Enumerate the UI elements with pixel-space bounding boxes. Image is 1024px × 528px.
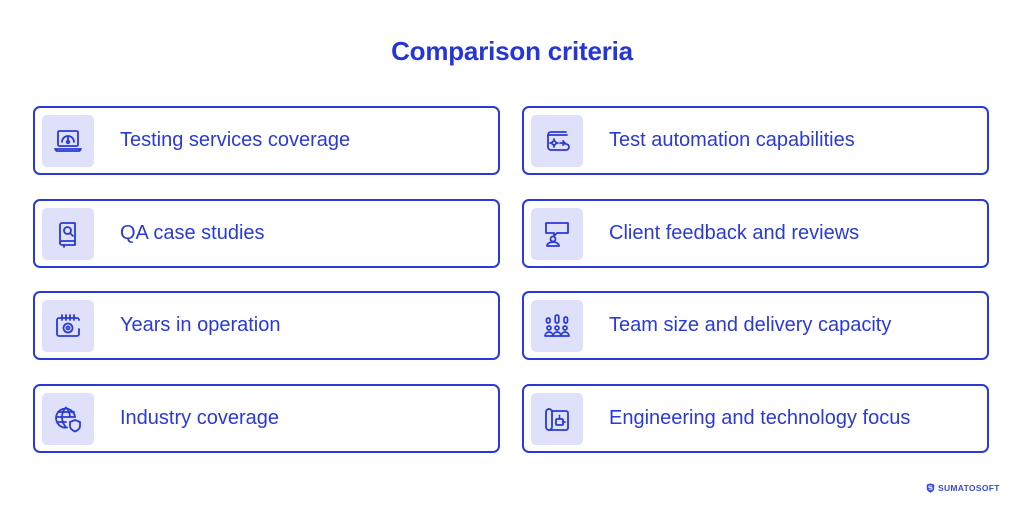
criterion-card-client-feedback: Client feedback and reviews: [522, 199, 989, 268]
criterion-label: Testing services coverage: [120, 129, 351, 151]
criterion-label: Test automation capabilities: [609, 129, 855, 151]
blueprint-robot-icon: [531, 392, 583, 445]
shield-s-icon: [926, 483, 935, 493]
team-people-icon: [531, 299, 583, 352]
automation-gear-icon: [531, 114, 583, 167]
criterion-label: Engineering and technology focus: [609, 407, 911, 429]
brand-name: SUMATOSOFT: [938, 483, 1000, 493]
criterion-card-industry-coverage: Industry coverage: [33, 384, 500, 453]
criterion-label: Client feedback and reviews: [609, 222, 860, 244]
criterion-card-qa-case-studies: QA case studies: [33, 199, 500, 268]
criterion-label: Team size and delivery capacity: [609, 314, 892, 336]
criterion-card-years-in-operation: Years in operation: [33, 291, 500, 360]
criterion-card-test-automation: Test automation capabilities: [522, 106, 989, 175]
globe-shield-icon: [42, 392, 94, 445]
criterion-label: QA case studies: [120, 222, 265, 244]
criterion-card-testing-services: Testing services coverage: [33, 106, 500, 175]
laptop-gauge-icon: [42, 114, 94, 167]
user-speech-bubble-icon: [531, 207, 583, 260]
brand-logo: SUMATOSOFT: [926, 483, 1000, 493]
calendar-gear-icon: [42, 299, 94, 352]
criterion-label: Years in operation: [120, 314, 281, 336]
page-title: Comparison criteria: [391, 36, 633, 66]
criterion-card-team-size: Team size and delivery capacity: [522, 291, 989, 360]
book-search-icon: [42, 207, 94, 260]
criterion-card-engineering-focus: Engineering and technology focus: [522, 384, 989, 453]
criterion-label: Industry coverage: [120, 407, 279, 429]
